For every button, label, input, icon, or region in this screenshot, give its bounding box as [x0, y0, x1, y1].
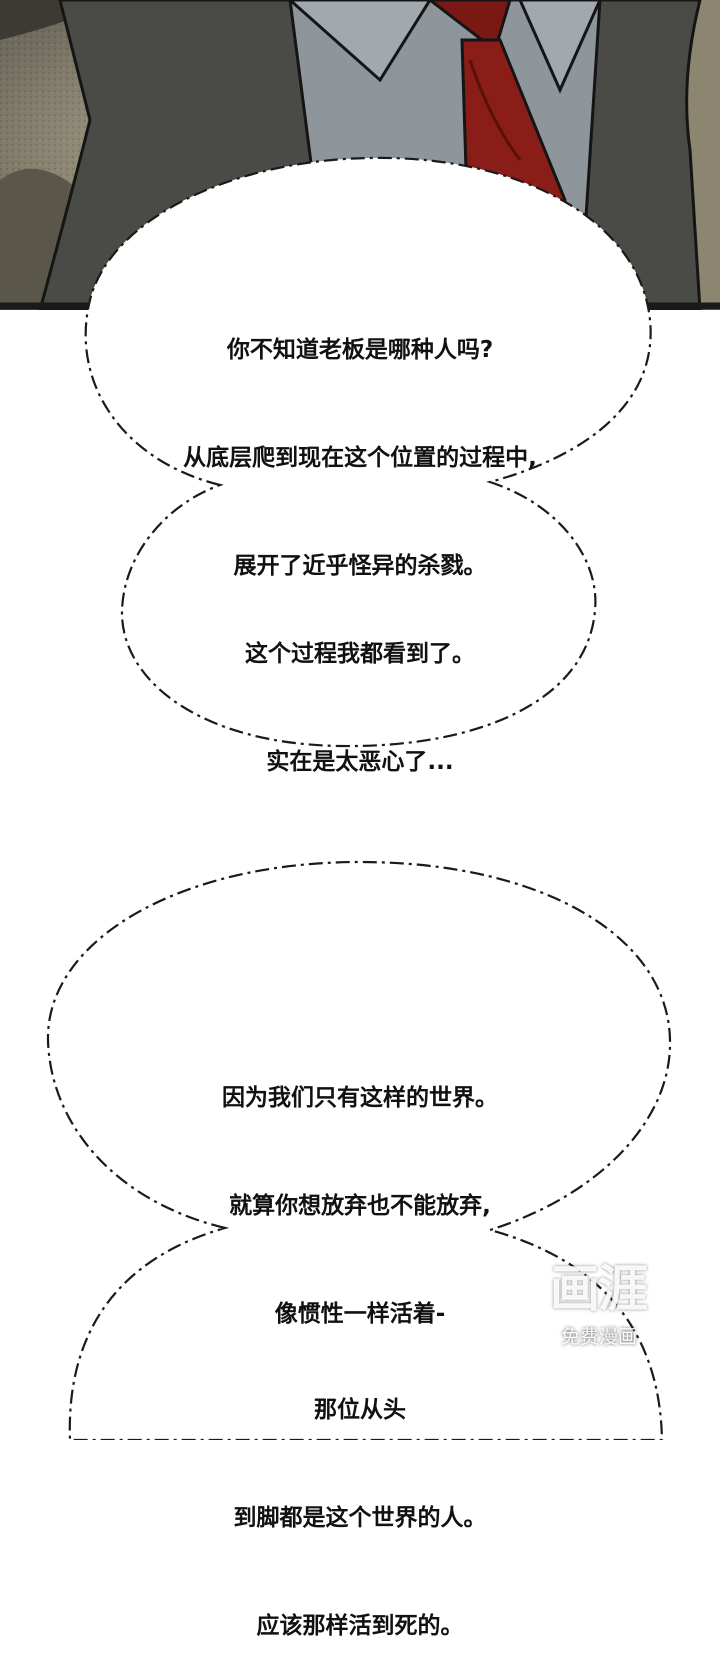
bubble-line: 实在是太恶心了... — [266, 749, 454, 775]
watermark-subtitle: 免费漫画 — [560, 1326, 637, 1348]
bubble-line: 像惯性一样活着- — [274, 1301, 446, 1327]
bubble-line: 这个过程我都看到了。 — [245, 641, 475, 667]
bubble-line: 就算你想放弃也不能放弃, — [229, 1193, 491, 1219]
bubble-line: 你不知道老板是哪种人吗? — [226, 337, 494, 363]
bubble-line: 因为我们只有这样的世界。 — [222, 1085, 498, 1111]
bubble-line: 从底层爬到现在这个位置的过程中, — [183, 445, 537, 471]
watermark: 画涯 免费漫画 — [534, 1258, 664, 1358]
speech-bubble-1-outline — [84, 156, 652, 748]
speech-bubbles-layer — [46, 156, 672, 1440]
bubble-line: 那位从头 — [314, 1397, 406, 1423]
speech-bubble-3-text: 因为我们只有这样的世界。 就算你想放弃也不能放弃, 像惯性一样活着- — [0, 1008, 720, 1368]
watermark-logo: 画涯 — [550, 1260, 648, 1318]
speech-bubble-4-text: 那位从头 到脚都是这个世界的人。 应该那样活到死的。 — [0, 1320, 720, 1680]
speech-bubble-1-text: 你不知道老板是哪种人吗? 从底层爬到现在这个位置的过程中, 展开了近乎怪异的杀戮… — [0, 260, 720, 620]
bubble-line: 应该那样活到死的。 — [256, 1613, 464, 1639]
speech-bubble-2-text: 这个过程我都看到了。 实在是太恶心了... — [0, 564, 720, 816]
bubble-line: 到脚都是这个世界的人。 — [233, 1505, 487, 1531]
bubble-line: 展开了近乎怪异的杀戮。 — [233, 553, 487, 579]
